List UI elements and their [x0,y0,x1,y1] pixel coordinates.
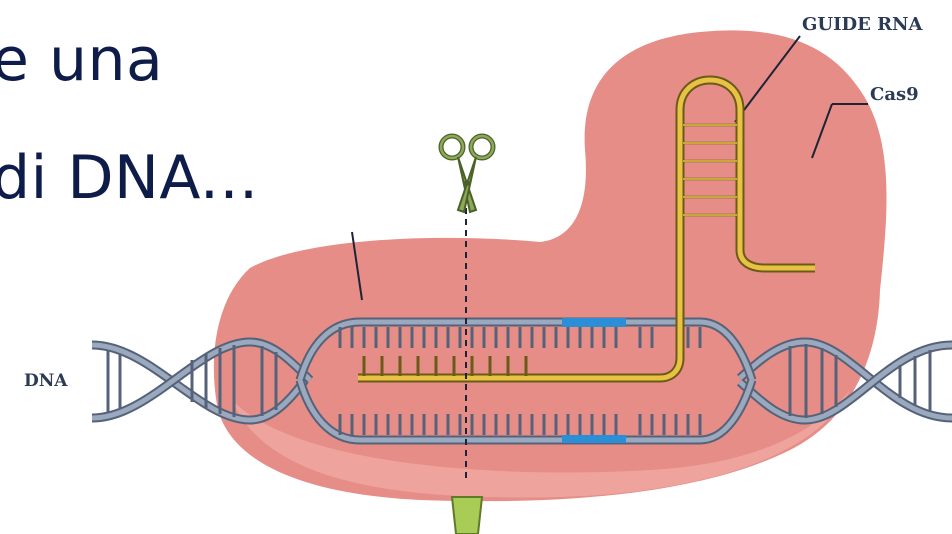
scissors-icon [441,136,493,212]
label-cas9: Cas9 [870,84,919,105]
dna-helix-left [92,342,310,420]
label-guide-rna: GUIDE RNA [802,14,923,35]
pam-site-top [562,318,626,327]
label-dna: DNA [24,371,68,391]
cut-marker [452,497,482,534]
pam-site-bottom [562,435,626,443]
